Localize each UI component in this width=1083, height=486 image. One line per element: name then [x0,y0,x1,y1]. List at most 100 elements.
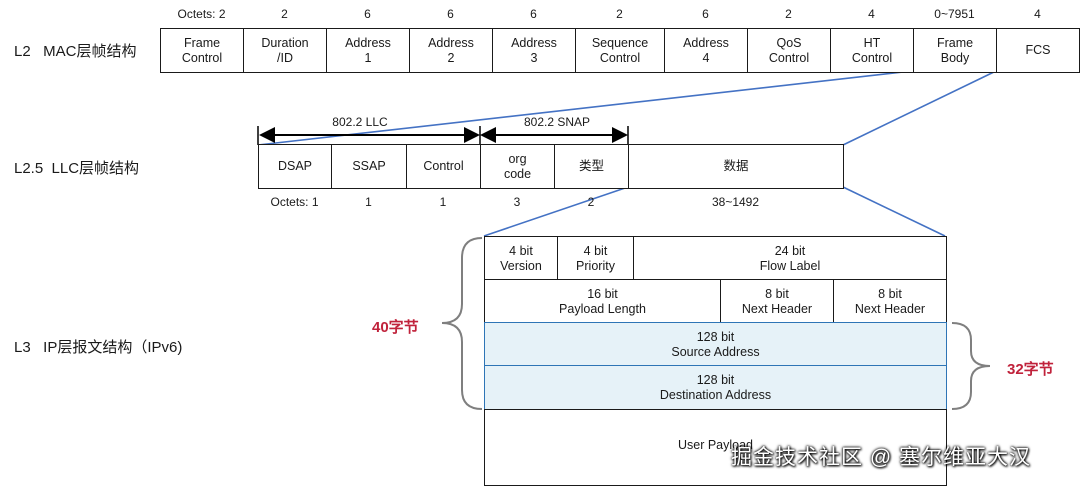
brace-right-label: 32字节 [1007,361,1054,378]
l3-field-line: Flow Label [759,258,821,273]
l3-field-line: 8 bit [878,286,902,301]
l3-field-line: Priority [576,258,615,273]
l2-row-label: L2 MAC层帧结构 [14,43,137,60]
brace-left [441,237,483,410]
l2-field-line: Sequence [591,35,649,50]
l2-octet-label: 6 [702,7,709,21]
l2-octet-label: 4 [868,7,875,21]
l25-field-line: org [508,151,527,166]
zoom-line-left-l25 [483,186,629,237]
l25-field-line: 数据 [723,159,749,173]
l2-octet-label: 2 [785,7,792,21]
l25-field: 数据 [628,144,844,189]
l2-field-line: Address [345,35,391,50]
l3-field-line: 8 bit [765,286,789,301]
snap-span-label: 802.2 SNAP [523,115,591,129]
l2-field-line: Control [599,50,641,65]
l2-field-line: 4 [702,50,710,65]
l3-field-line: Version [500,258,542,273]
l25-field-line: code [503,166,532,181]
brace-left-label: 40字节 [372,319,419,336]
l2-field-line: HT [863,35,881,50]
l2-octet-label: 2 [616,7,623,21]
l25-octet-label: 2 [587,195,595,209]
l2-field-line: Address [511,35,557,50]
l25-field-line: DSAP [277,159,313,173]
l3-field-line: Source Address [671,344,760,359]
l25-field: 类型 [554,144,629,189]
l3-field-line: Next Header [854,301,926,316]
llc-span-label: 802.2 LLC [332,115,388,129]
l2-octet-label: Octets: 2 [177,7,226,21]
l3-field-line: 24 bit [774,243,806,258]
l2-field-line: 2 [447,50,455,65]
l2-octet-label: 0~7951 [934,7,975,21]
l2-field-line: Control [768,50,810,65]
l2-field-line: /ID [277,50,293,65]
l25-octet-label: 3 [513,195,521,209]
l2-field: Duration/ID [243,28,327,73]
l3-field-line: 16 bit [587,286,618,301]
l3-row-label: L3 IP层报文结构（IPv6) [14,339,183,356]
l3-field-line: Next Header [741,301,813,316]
l2-field-line: Control [181,50,223,65]
zoom-line-right-l25 [842,186,946,237]
l25-field-line: Control [423,159,464,173]
l2-field-line: 1 [364,50,372,65]
l2-field-line: 3 [530,50,538,65]
l2-field-line: FCS [1025,43,1051,57]
l25-octet-label: 38~1492 [711,195,760,209]
l3-field-line: 128 bit [696,329,735,344]
l2-octet-label: 6 [364,7,371,21]
brace-right [951,322,991,410]
l25-field: SSAP [331,144,407,189]
l25-octet-label: 1 [365,195,372,209]
l2-field-line: Duration [261,35,309,50]
l2-field-line: Frame [936,35,974,50]
l2-octet-label: 2 [281,7,288,21]
watermark: 掘金技术社区 @ 塞尔维亚大汉 [731,446,1031,469]
l2-octet-label: 6 [530,7,537,21]
l3-field-line: 4 bit [509,243,533,258]
l3-field-line: 4 bit [583,243,608,258]
l2-octet-label: 4 [1034,7,1041,21]
zoom-line-right-l2 [842,70,997,146]
l25-octet-label: Octets: 1 [270,195,319,209]
l2-field-line: Frame [183,35,221,50]
l2-field: FCS [996,28,1080,73]
l25-octet-label: 1 [439,195,447,209]
l3-field-line: 128 bit [696,372,735,387]
l2-field-line: Body [940,50,970,65]
l3-field: User Payload [484,409,947,486]
l2-field-line: Address [428,35,474,50]
l25-field: DSAP [258,144,332,189]
l25-row-label: L2.5 LLC层帧结构 [14,160,140,177]
l25-field-line: SSAP [352,159,386,173]
l2-field-line: Address [683,35,729,50]
l3-field-line: User Payload [677,438,754,452]
l25-field: Control [406,144,481,189]
l2-octet-label: 6 [447,7,454,21]
l3-field-line: Destination Address [659,387,772,402]
l25-field-line: 类型 [578,159,604,173]
l2-field-line: Control [851,50,893,65]
